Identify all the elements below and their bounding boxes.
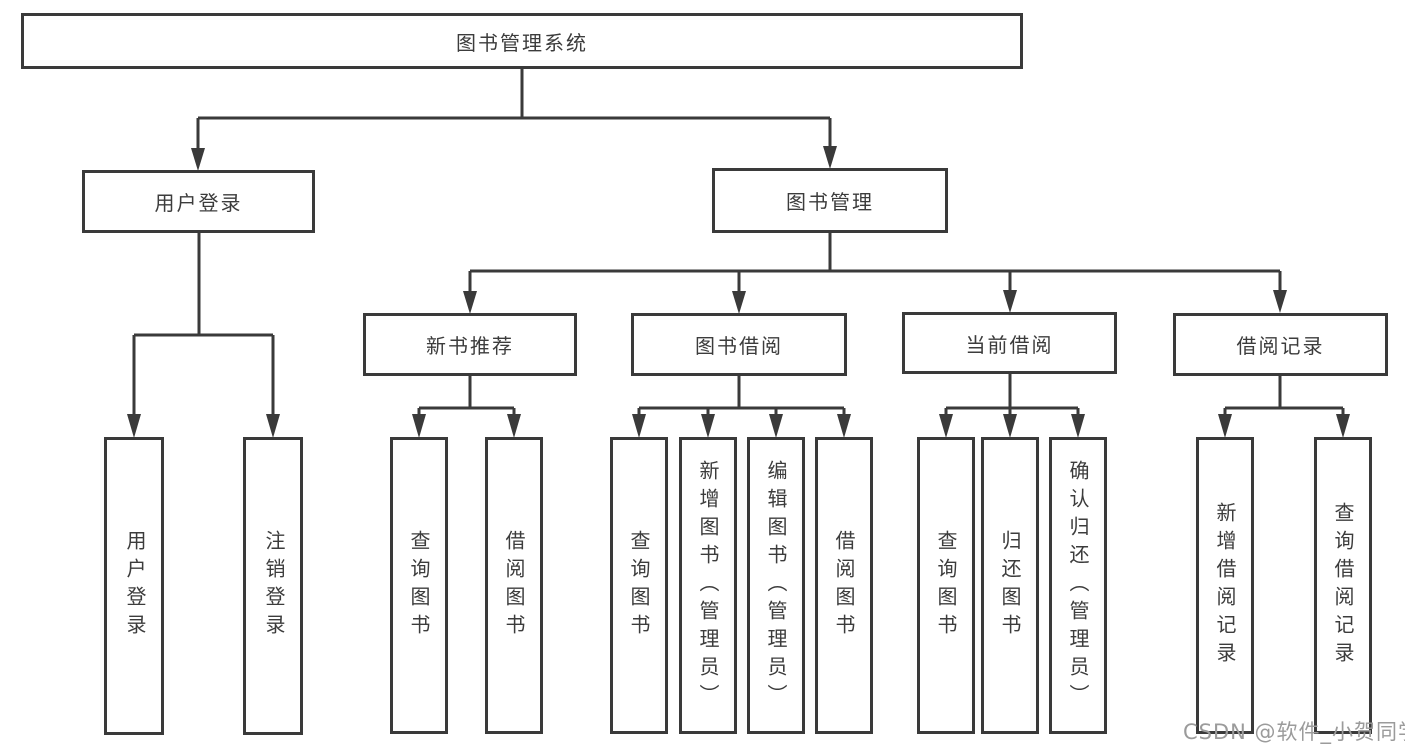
node-root-system: 图书管理系统 <box>21 13 1023 69</box>
node-book-borrowing: 图书借阅 <box>631 313 847 376</box>
leaf-current-confirm-return-admin: 确认归还（管理员） <box>1049 437 1107 734</box>
arrowhead <box>1003 290 1017 313</box>
node-current-borrowing: 当前借阅 <box>902 312 1117 374</box>
connector-borrow-to-children <box>637 376 846 420</box>
arrowhead <box>1071 414 1085 438</box>
arrowhead <box>1003 414 1017 438</box>
arrowhead <box>837 414 851 438</box>
arrowhead <box>632 414 646 438</box>
arrowhead <box>769 414 783 438</box>
arrowhead <box>507 414 521 438</box>
leaf-borrow-query-books: 查询图书 <box>610 437 668 734</box>
connector-records-to-children <box>1223 376 1345 420</box>
node-borrowing-records: 借阅记录 <box>1173 313 1388 376</box>
arrowhead <box>1218 414 1232 438</box>
arrowhead <box>732 291 746 314</box>
leaf-current-query-books: 查询图书 <box>917 437 975 734</box>
arrowhead <box>412 414 426 438</box>
node-new-book-recommend: 新书推荐 <box>363 313 577 376</box>
leaf-logout: 注销登录 <box>243 437 303 735</box>
node-book-management: 图书管理 <box>712 168 948 233</box>
leaf-records-add-record: 新增借阅记录 <box>1196 437 1254 734</box>
arrowhead <box>1336 414 1350 438</box>
leaf-borrow-add-books-admin: 新增图书（管理员） <box>679 437 737 734</box>
arrowhead <box>823 146 837 169</box>
connector-userlogin-to-children <box>132 233 275 420</box>
arrowhead <box>1273 290 1287 313</box>
leaf-newbooks-query-books: 查询图书 <box>390 437 448 734</box>
arrowheads <box>127 146 1350 438</box>
connector-root-to-level2 <box>196 69 832 152</box>
leaf-current-return-books: 归还图书 <box>981 437 1039 734</box>
arrowhead <box>127 414 141 438</box>
leaf-newbooks-borrow-books: 借阅图书 <box>485 437 543 734</box>
leaf-records-query-record: 查询借阅记录 <box>1314 437 1372 734</box>
node-user-login: 用户登录 <box>82 170 315 233</box>
arrowhead <box>266 414 280 438</box>
leaf-borrow-edit-books-admin: 编辑图书（管理员） <box>747 437 805 734</box>
arrowhead <box>939 414 953 438</box>
leaf-borrow-borrow-books: 借阅图书 <box>815 437 873 734</box>
connector-newbooks-to-children <box>417 376 516 420</box>
connector-bookmgmt-to-level3 <box>468 233 1282 296</box>
arrowhead <box>701 414 715 438</box>
connector-current-to-children <box>944 374 1080 420</box>
arrowhead <box>191 148 205 171</box>
csdn-watermark: CSDN @软件_小贺同学 <box>1183 720 1405 744</box>
arrowhead <box>463 291 477 314</box>
leaf-user-login: 用户登录 <box>104 437 164 735</box>
